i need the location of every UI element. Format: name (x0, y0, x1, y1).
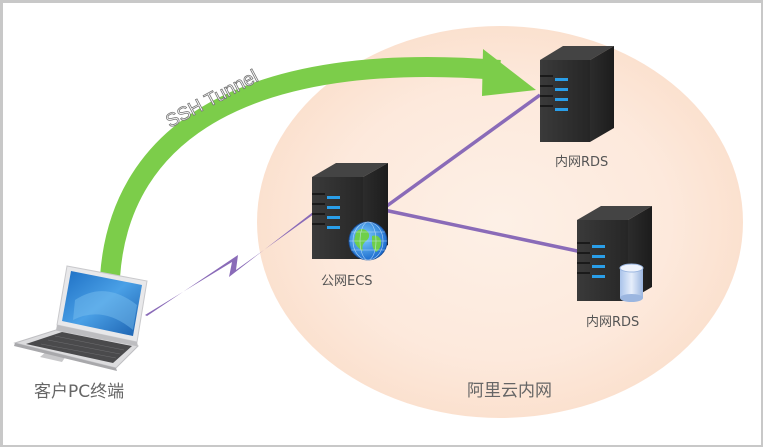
rds-top-server-icon (540, 46, 614, 142)
aliyun-zone-label: 阿里云内网 (467, 381, 552, 401)
aliyun-zone-circle (257, 26, 743, 418)
globe-icon (348, 221, 388, 261)
ssh-tunnel-arrow (100, 57, 501, 278)
database-icon (619, 263, 644, 302)
link-client-ecs-lightning (145, 212, 314, 316)
link-ecs-rds-bottom (383, 208, 583, 254)
laptop-icon (13, 265, 148, 371)
rds-top-label: 内网RDS (555, 155, 609, 170)
rds-bottom-label: 内网RDS (586, 315, 640, 330)
rds-bottom-server-icon (577, 206, 652, 301)
link-ecs-rds-top (382, 93, 542, 210)
ecs-label: 公网ECS (321, 274, 373, 289)
ssh-tunnel-arrowhead (482, 49, 536, 96)
client-label: 客户PC终端 (34, 382, 125, 402)
